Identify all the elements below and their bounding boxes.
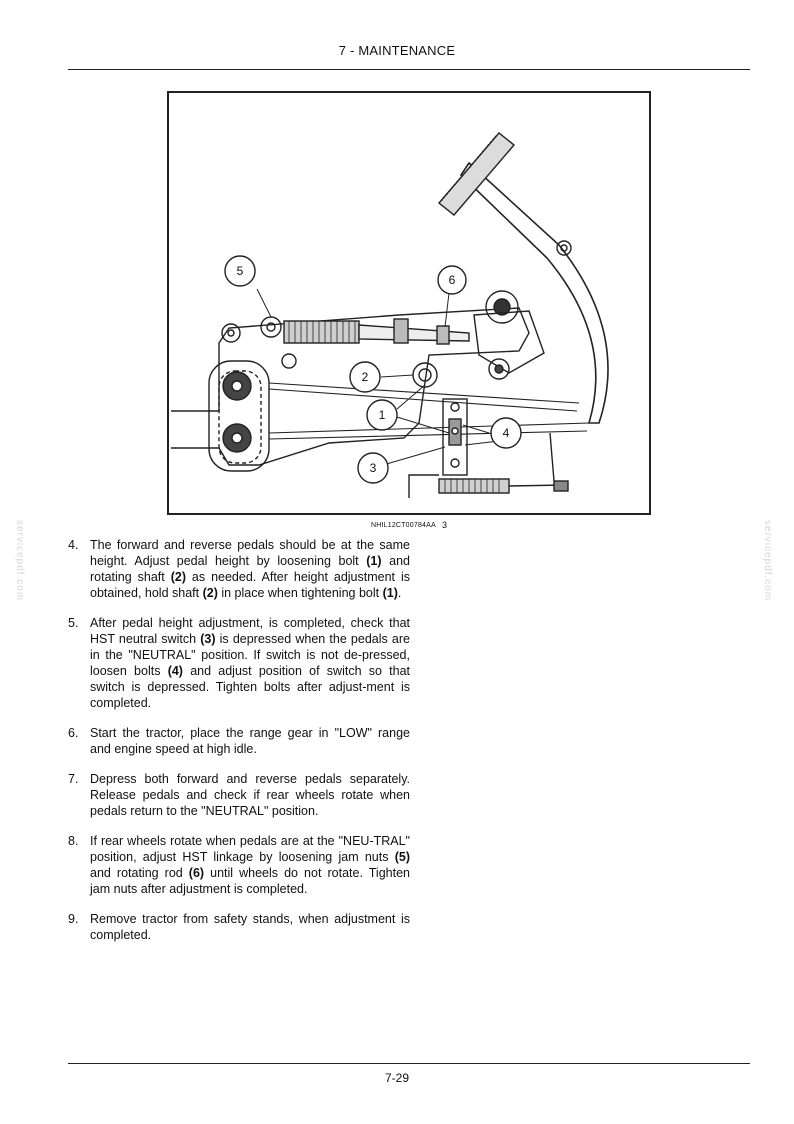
figure-number: 3 [442, 520, 448, 530]
part-reference: (5) [394, 850, 410, 864]
page-number: 7-29 [384, 1071, 410, 1085]
callout-bubble-3 [357, 452, 389, 484]
part-reference: (2) [202, 586, 218, 600]
step-text: The forward and reverse pedals should be… [90, 538, 410, 600]
part-reference: (6) [188, 866, 205, 880]
figure-code: NHIL12CT00784AA [371, 522, 436, 529]
callout-label-2: 2 [362, 370, 369, 384]
step-number: 9. [68, 912, 79, 926]
part-reference: (1) [382, 586, 398, 600]
procedure-steps: 4. The forward and reverse pedals should… [68, 537, 410, 957]
upper-pivot [485, 290, 519, 324]
callout-bubble-5 [224, 255, 256, 287]
step-text: After pedal height adjustment, is comple… [90, 616, 411, 710]
part-reference: (1) [366, 554, 382, 568]
step-text: Remove tractor from safety stands, when … [90, 912, 410, 942]
pedal-pivot-hole [556, 240, 572, 256]
step-number: 7. [68, 772, 79, 786]
step-text: If rear wheels rotate when pedals are at… [90, 834, 410, 896]
procedure-step: 8. If rear wheels rotate when pedals are… [68, 833, 410, 897]
callout-label-3: 3 [370, 461, 377, 475]
callout-bubble-6 [437, 265, 467, 295]
part-reference: (3) [200, 632, 216, 646]
procedure-step: 9. Remove tractor from safety stands, wh… [68, 911, 410, 943]
callout-label-6: 6 [449, 273, 456, 287]
return-spring [438, 478, 510, 494]
watermark-right: servicepdf.com [762, 520, 773, 602]
procedure-step: 7. Depress both forward and reverse peda… [68, 771, 410, 819]
part-reference: (4) [167, 664, 183, 678]
pedal-pad [437, 132, 516, 216]
step-number: 6. [68, 726, 79, 740]
callout-label-4: 4 [503, 426, 510, 440]
header-rule [68, 69, 750, 70]
jam-nut-5 [260, 316, 282, 338]
neutral-switch-bracket [442, 398, 468, 476]
base-plate [171, 307, 530, 466]
callout-label-1: 1 [379, 408, 386, 422]
step-text: Depress both forward and reverse pedals … [90, 772, 410, 818]
watermark-left: servicepdf.com [14, 520, 25, 602]
step-number: 8. [68, 834, 79, 848]
part-reference: (2) [170, 570, 186, 584]
step-number: 4. [68, 538, 79, 552]
linkage-rod-6 [358, 324, 470, 342]
callout-bubble-2 [349, 361, 381, 393]
procedure-step: 6. Start the tractor, place the range ge… [68, 725, 410, 757]
step-number: 5. [68, 616, 79, 630]
procedure-step: 4. The forward and reverse pedals should… [68, 537, 410, 601]
figure-frame: 5 6 2 1 4 3 [167, 91, 651, 515]
callout-bubble-1 [366, 399, 398, 431]
pedal-arm [459, 161, 609, 424]
footer-rule [68, 1063, 750, 1064]
procedure-step: 5. After pedal height adjustment, is com… [68, 615, 410, 711]
pedal-linkage-diagram: 5 6 2 1 4 3 [171, 132, 609, 498]
gear-housing [208, 360, 270, 472]
page-header-title: 7 - MAINTENANCE [338, 43, 456, 58]
step-text: Start the tractor, place the range gear … [90, 726, 410, 756]
callout-label-5: 5 [237, 264, 244, 278]
callout-bubble-4 [490, 417, 522, 449]
